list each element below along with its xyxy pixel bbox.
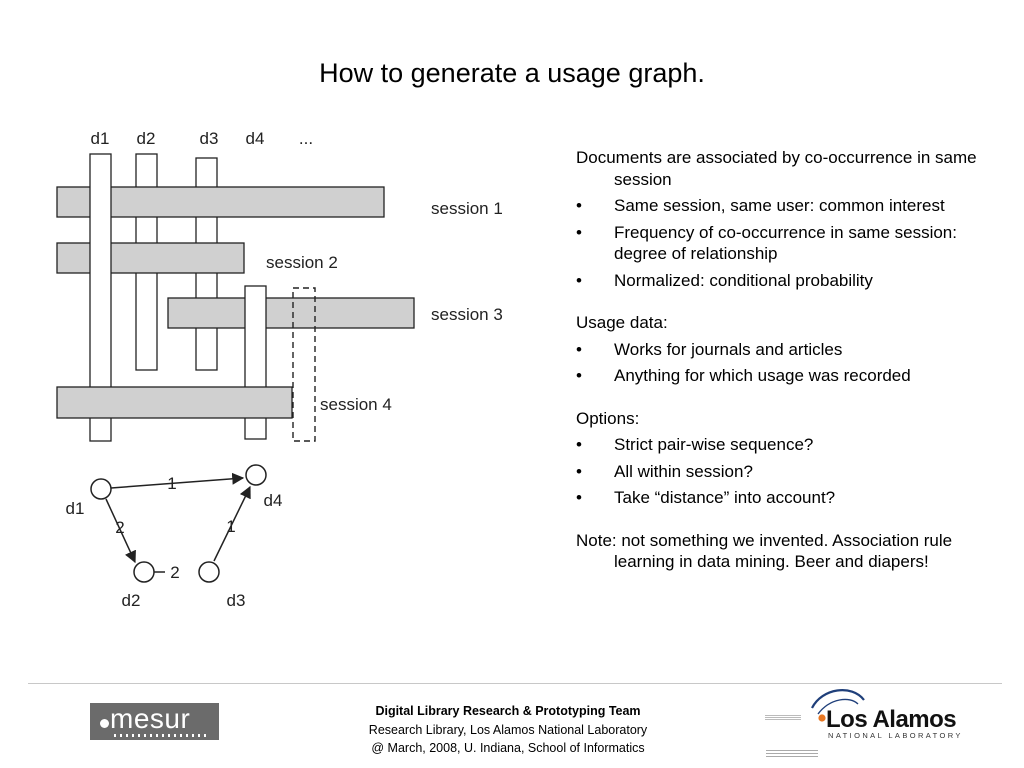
session-label-2: session 2 — [266, 253, 338, 272]
bullet-glyph: • — [576, 339, 582, 359]
bullet-text-item: All within session? — [614, 461, 753, 481]
bullet-glyph: • — [576, 222, 582, 242]
lanl-small-mark-icon — [765, 714, 801, 720]
bullet-text-item: Same session, same user: common interest — [614, 196, 945, 215]
bullet-glyph: • — [576, 196, 582, 215]
usage-group: Usage data: • Works for journals and arti… — [576, 312, 996, 387]
usage-graph-diagram: d1 d2 d3 d4 ... session 1 session 2 sess… — [56, 129, 503, 610]
bullet-item: • All within session? — [576, 461, 996, 483]
footer-team: Digital Library Research & Prototyping T… — [375, 704, 641, 718]
bullet-item: • Anything for which usage was recorded — [576, 365, 996, 387]
graph-node-d4 — [245, 464, 267, 486]
bullet-text-item: Frequency of co-occurrence in same sessi… — [614, 222, 957, 264]
usage-heading: Usage data: — [576, 313, 668, 332]
slide-title: How to generate a usage graph. — [319, 58, 705, 88]
bullet-item: • Take “distance” into account? — [576, 487, 996, 509]
session-label-4: session 4 — [320, 395, 392, 414]
doc-label-d2: d2 — [137, 129, 156, 148]
doc-bar-placeholder — [292, 287, 316, 442]
doc-label-d3: d3 — [200, 129, 219, 148]
session-label-3: session 3 — [431, 305, 503, 324]
bullet-item: • Same session, same user: common interes… — [576, 195, 996, 217]
bullet-glyph: • — [576, 488, 582, 507]
mesur-logo: mesur — [90, 703, 219, 740]
graph-node-d2 — [133, 561, 155, 583]
graph-node-label-d2: d2 — [122, 591, 141, 610]
bullet-text-item: Strict pair-wise sequence? — [614, 435, 814, 454]
doc-label-d4: d4 — [246, 129, 265, 148]
lanl-sub: NATIONAL LABORATORY — [828, 731, 963, 740]
session-bar-2 — [56, 242, 245, 274]
graph-node-label-d4: d4 — [264, 491, 283, 510]
bullet-text-item: Anything for which usage was recorded — [614, 366, 911, 385]
graph-node-label-d1: d1 — [66, 499, 85, 518]
footer: Digital Library Research & Prototyping T… — [312, 702, 704, 758]
bullet-item: • Normalized: conditional probability — [576, 270, 996, 292]
graph-node-d3 — [198, 561, 220, 583]
bullet-text: Documents are associated by co-occurrenc… — [576, 147, 996, 578]
edge-weight-d2-d3: 2 — [170, 563, 179, 582]
bullet-glyph: • — [576, 366, 582, 385]
edge-weight-d3-d4: 1 — [226, 517, 235, 536]
bullet-text-item: Take “distance” into account? — [614, 488, 836, 507]
bullet-text-item: Works for journals and articles — [614, 339, 843, 359]
footer-org: Research Library, Los Alamos National La… — [368, 722, 648, 737]
mesur-ticks-icon — [114, 734, 210, 737]
edge-d1-d4 — [110, 472, 245, 489]
session-label-1: session 1 — [431, 199, 503, 218]
session-bar-4 — [56, 386, 293, 419]
doc-bar-d1 — [89, 153, 112, 442]
edge-d1-d2 — [105, 498, 136, 564]
note-text: Note: not something we invented. Associa… — [576, 530, 953, 572]
lanl-fine-print-icon — [766, 748, 818, 757]
bullet-glyph: • — [576, 461, 582, 481]
bullet-item: • Works for journals and articles — [576, 339, 996, 361]
bullet-item: • Frequency of co-occurrence in same sess… — [576, 222, 996, 265]
lanl-logo: Los Alamos NATIONAL LABORATORY — [808, 684, 960, 742]
mesur-dot-icon — [100, 719, 109, 728]
mesur-logo-text: mesur — [110, 703, 191, 734]
bullet-glyph: • — [576, 270, 582, 290]
doc-label-more: ... — [299, 129, 313, 148]
graph-node-label-d3: d3 — [227, 591, 246, 610]
intro-group: Documents are associated by co-occurrenc… — [576, 147, 996, 291]
session-bar-3 — [167, 297, 415, 329]
options-group: Options: • Strict pair-wise sequence? • Al… — [576, 408, 996, 509]
bullet-glyph: • — [576, 435, 582, 454]
options-heading: Options: — [576, 408, 640, 428]
doc-label-d1: d1 — [91, 129, 110, 148]
bullet-text-item: Normalized: conditional probability — [614, 270, 873, 290]
edge-weight-d1-d2: 2 — [115, 518, 124, 537]
lanl-name: Los Alamos — [826, 706, 957, 733]
lanl-arc-icon — [811, 689, 865, 722]
edge-weight-d1-d4: 1 — [167, 474, 176, 493]
footer-event: @ March, 2008, U. Indiana, School of Inf… — [371, 741, 645, 755]
bullet-item: • Strict pair-wise sequence? — [576, 434, 996, 456]
footer-divider — [28, 683, 1002, 684]
intro-text: Documents are associated by co-occurrenc… — [576, 148, 977, 189]
edge-d3-d4 — [213, 485, 251, 562]
graph-node-d1 — [90, 478, 112, 500]
